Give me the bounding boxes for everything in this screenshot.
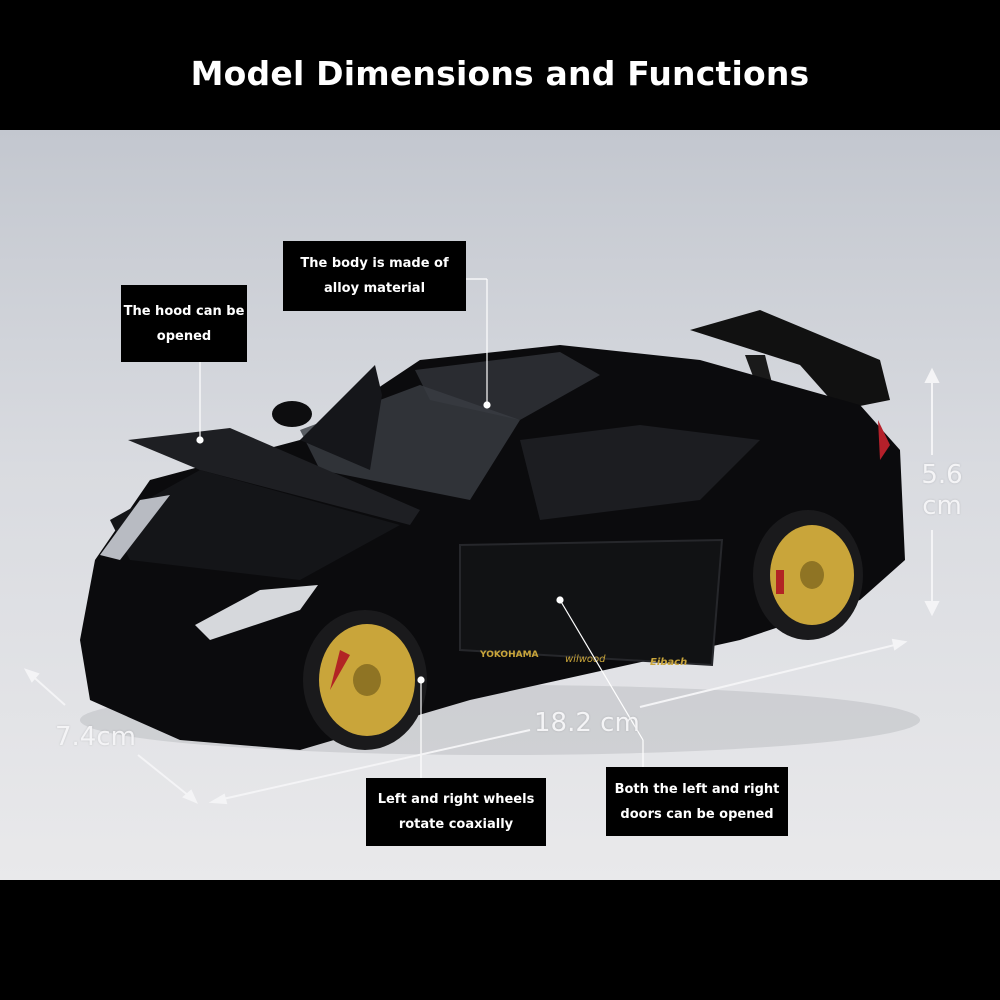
width-dimension-label: 7.4cm xyxy=(55,722,136,752)
eibach-decal: Eibach xyxy=(650,657,687,668)
product-image-area: YOKOHAMA wilwood Eibach xyxy=(0,130,1000,880)
car-illustration: YOKOHAMA wilwood Eibach xyxy=(23,278,940,805)
yokohama-decal: YOKOHAMA xyxy=(479,650,539,660)
length-dimension-label: 18.2 cm xyxy=(534,708,640,738)
wilwood-decal: wilwood xyxy=(565,654,606,665)
footer-bar xyxy=(0,880,1000,1000)
header-bar: Model Dimensions and Functions xyxy=(0,0,1000,130)
rear-wheel xyxy=(753,510,863,640)
hood-callout: The hood can be opened xyxy=(121,285,247,362)
doors-callout: Both the left and right doors can be ope… xyxy=(606,767,788,836)
page-title: Model Dimensions and Functions xyxy=(190,54,810,93)
body-material-callout: The body is made of alloy material xyxy=(283,241,466,311)
wheels-callout: Left and right wheels rotate coaxially xyxy=(366,778,546,846)
height-dimension-label: 5.6 cm xyxy=(921,460,963,521)
front-wheel xyxy=(303,610,427,750)
